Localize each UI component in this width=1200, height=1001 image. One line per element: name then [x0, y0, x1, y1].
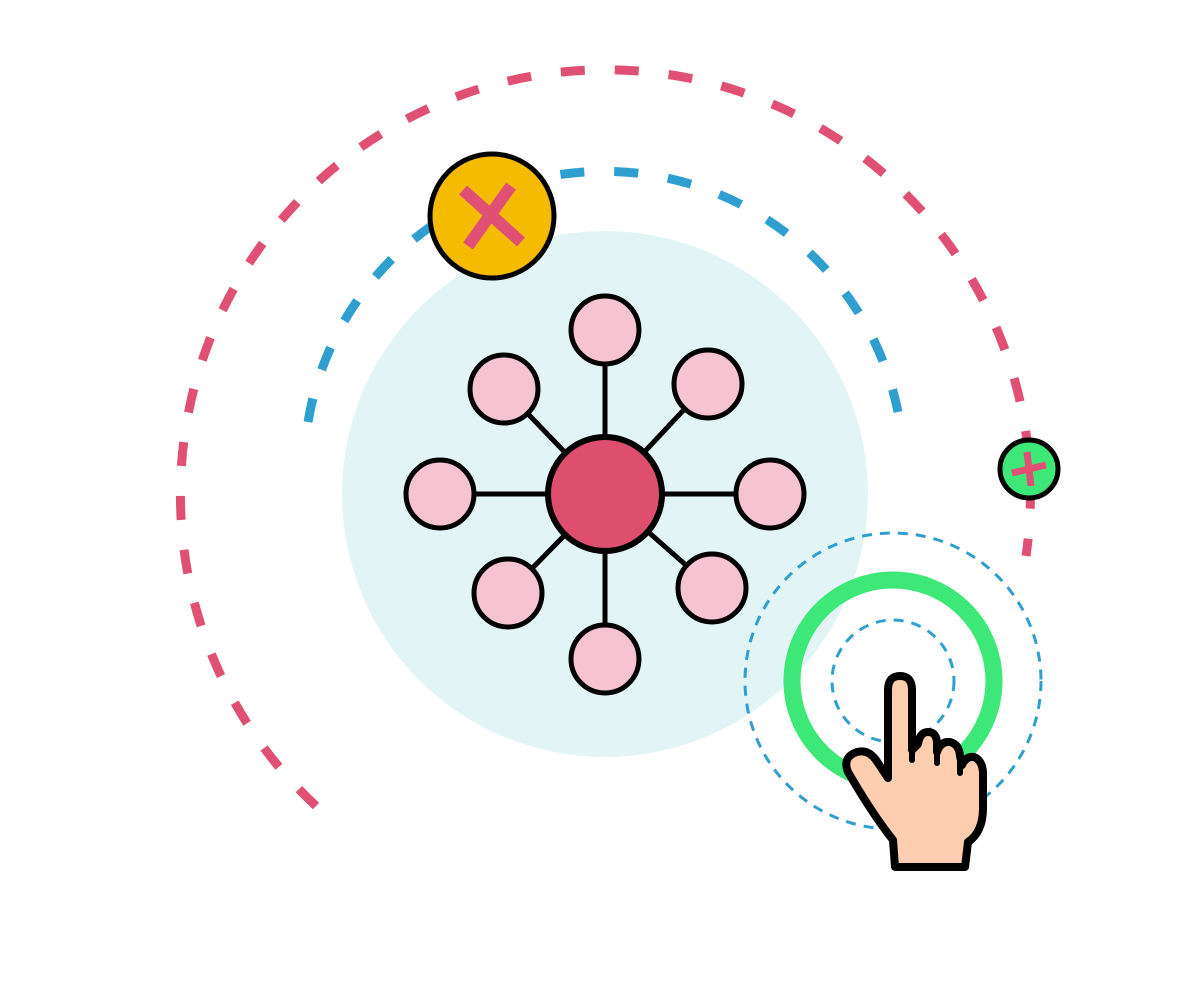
plus-icon[interactable] [997, 437, 1061, 501]
network-satellite-node [471, 556, 545, 630]
network-hub-icon [403, 293, 807, 696]
network-satellite-node [568, 622, 642, 696]
tap-hand-icon [842, 672, 987, 871]
outer-dashed-arc [175, 65, 1035, 810]
close-icon[interactable] [427, 151, 557, 281]
network-satellite-node [568, 293, 642, 367]
network-satellite-node [403, 457, 477, 531]
network-hub-node [545, 434, 665, 554]
tap-gesture[interactable] [743, 531, 1043, 871]
tap-ripple-outer [743, 531, 1043, 831]
network-satellite-node [675, 551, 749, 625]
network-satellite-node [671, 347, 745, 421]
network-satellite-node [733, 457, 807, 531]
network-satellites [403, 293, 807, 696]
network-satellite-node [467, 352, 541, 426]
inner-dashed-arc [303, 166, 903, 423]
